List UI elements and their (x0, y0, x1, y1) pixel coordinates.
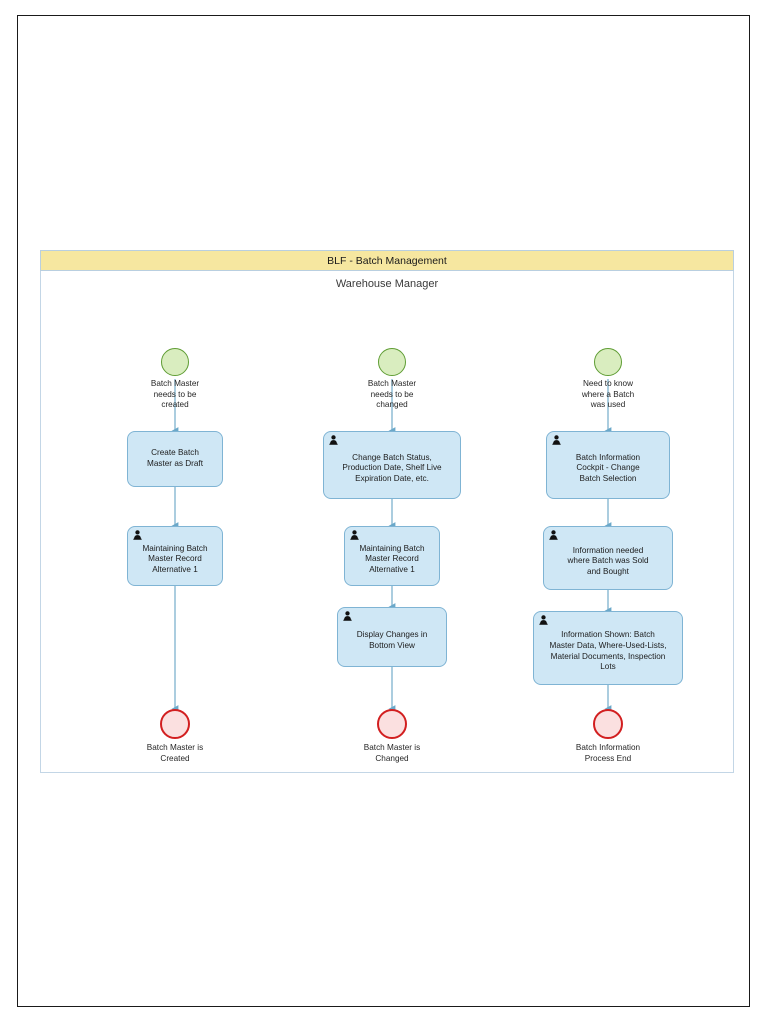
task-change-batch-status[interactable]: Change Batch Status,Production Date, She… (323, 431, 461, 499)
start-event-circle (594, 348, 622, 376)
start-event-circle (161, 348, 189, 376)
person-icon (539, 615, 548, 625)
lane-label: Warehouse Manager (335, 278, 439, 290)
end-event-circle (160, 709, 190, 739)
person-icon (329, 435, 338, 445)
person-icon (549, 530, 558, 540)
pool-header: BLF - Batch Management (40, 250, 734, 271)
end-event-circle (377, 709, 407, 739)
person-icon (343, 611, 352, 621)
end-event-circle (593, 709, 623, 739)
process-pool: BLF - Batch Management Warehouse Manager (40, 250, 734, 773)
person-icon (552, 435, 561, 445)
start-event-circle (378, 348, 406, 376)
person-icon (133, 530, 142, 540)
person-icon (350, 530, 359, 540)
pool-lane: Warehouse Manager (40, 271, 734, 773)
task-label: Change Batch Status,Production Date, She… (342, 452, 442, 483)
page-sheet: BLF - Batch Management Warehouse Manager (17, 15, 750, 1007)
pool-header-title: BLF - Batch Management (327, 254, 447, 267)
